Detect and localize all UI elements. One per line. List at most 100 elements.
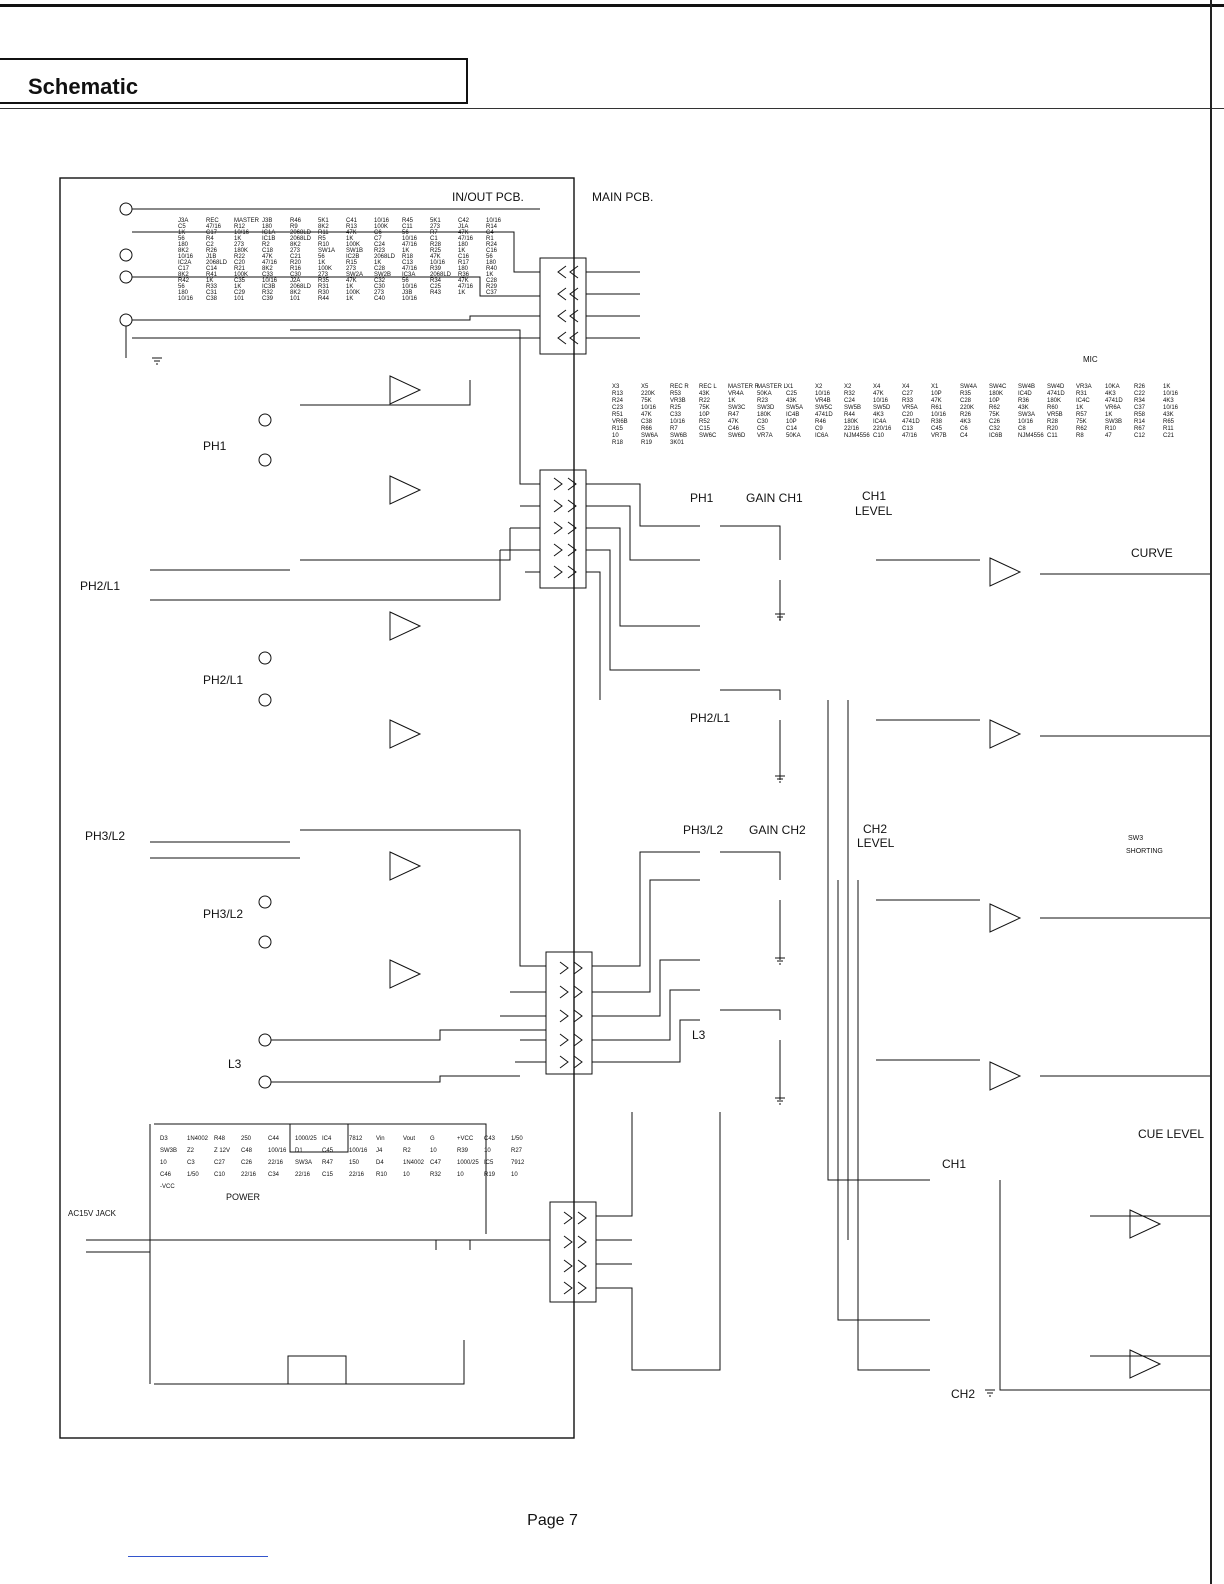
- component-label: R33: [902, 398, 914, 404]
- component-label: SW5C: [815, 405, 833, 411]
- component-label: SW4C: [989, 384, 1007, 390]
- component-label: 220K: [641, 391, 655, 397]
- component-label: Vout: [403, 1136, 415, 1142]
- component-label: C34: [268, 1172, 280, 1178]
- component-label: R67: [1134, 426, 1146, 432]
- component-label: Vin: [376, 1136, 385, 1142]
- component-label: 47K: [458, 230, 469, 236]
- component-label: 250: [241, 1136, 252, 1142]
- component-label: R12: [234, 224, 246, 230]
- component-label: C10: [873, 433, 885, 439]
- component-label: 180K: [757, 412, 771, 418]
- component-label: R22: [234, 254, 246, 260]
- component-label: 10/16: [178, 254, 194, 260]
- component-label: 47: [1105, 433, 1112, 439]
- label-ph2-l1-main: PH2/L1: [690, 711, 730, 725]
- component-label: R39: [430, 266, 442, 272]
- component-label: C8: [1018, 426, 1026, 432]
- component-label: VR6B: [612, 419, 628, 425]
- component-label: 5K1: [430, 218, 441, 224]
- component-label: SW4B: [1018, 384, 1035, 390]
- header-rule: [0, 108, 1224, 109]
- component-label: D3: [160, 1136, 168, 1142]
- component-label: 10/16: [1018, 419, 1034, 425]
- component-label: R13: [346, 224, 358, 230]
- component-label: 1K: [458, 248, 465, 254]
- component-label: SW6C: [699, 433, 717, 439]
- label-cue-ch2: CH2: [951, 1387, 975, 1401]
- component-label: 1000/25: [295, 1136, 317, 1142]
- component-label: C27: [902, 391, 914, 397]
- component-label: 1K: [1163, 384, 1170, 390]
- component-label: R30: [318, 290, 330, 296]
- component-label: R44: [844, 412, 856, 418]
- component-label: IC4B: [786, 412, 799, 418]
- component-label: R32: [844, 391, 856, 397]
- component-label: 10: [612, 433, 619, 439]
- component-label: C10: [214, 1172, 226, 1178]
- opamp-symbols-inout: [389, 375, 422, 989]
- component-label: 10/16: [402, 236, 418, 242]
- component-label: VR3B: [670, 398, 686, 404]
- component-label: 4K3: [960, 419, 971, 425]
- component-label: R33: [206, 284, 218, 290]
- component-label: VR3A: [1076, 384, 1092, 390]
- component-label: 273: [374, 290, 385, 296]
- component-label: Z 12V: [214, 1148, 230, 1154]
- component-label: 56: [178, 236, 185, 242]
- label-ch1-level: LEVEL: [855, 504, 893, 518]
- component-label: 180K: [234, 248, 248, 254]
- component-label: 7812: [349, 1136, 363, 1142]
- component-label: C43: [484, 1136, 496, 1142]
- component-label: 8K2: [318, 224, 329, 230]
- component-label: SW2B: [374, 272, 391, 278]
- component-label: C27: [214, 1160, 226, 1166]
- component-label: R20: [290, 260, 302, 266]
- component-label: C25: [430, 284, 442, 290]
- component-label: R47: [322, 1160, 334, 1166]
- component-label: R35: [318, 278, 330, 284]
- component-label: 2068LD: [290, 236, 312, 242]
- label-cue-ch1: CH1: [942, 1157, 966, 1171]
- component-label: SW6D: [728, 433, 746, 439]
- component-label: 10/16: [374, 218, 390, 224]
- component-label: 1000/25: [457, 1160, 479, 1166]
- label-ph3-l2-main: PH3/L2: [683, 823, 723, 837]
- footer-link-line: [128, 1556, 268, 1557]
- component-label: R38: [931, 419, 943, 425]
- wiring-main: [586, 271, 1210, 1391]
- component-label: J2A: [290, 278, 300, 284]
- component-label: R58: [1134, 412, 1146, 418]
- component-label: SW4D: [1047, 384, 1065, 390]
- component-label: R36: [458, 272, 470, 278]
- component-label: VR6A: [1105, 405, 1121, 411]
- component-label: R7: [430, 230, 438, 236]
- component-label: R21: [234, 266, 246, 272]
- component-label: R23: [374, 248, 386, 254]
- component-label: 2068LD: [290, 230, 312, 236]
- component-label: 180: [262, 224, 273, 230]
- component-label: R62: [1076, 426, 1088, 432]
- component-label: 10/16: [1163, 405, 1179, 411]
- component-label: 273: [290, 248, 301, 254]
- component-label: 10/16: [486, 218, 502, 224]
- component-label: 47/16: [402, 242, 418, 248]
- component-label: R42: [178, 278, 190, 284]
- label-shorting: SHORTING: [1126, 848, 1163, 855]
- component-label: C11: [402, 224, 413, 230]
- label-sw3: SW3: [1128, 835, 1143, 842]
- component-label: 75K: [699, 405, 710, 411]
- component-label: D1: [295, 1148, 303, 1154]
- component-label: 8K2: [178, 272, 189, 278]
- component-label: 8K2: [290, 242, 301, 248]
- component-label: SW3A: [1018, 412, 1035, 418]
- label-gain-ch1: GAIN CH1: [746, 491, 803, 505]
- component-label: C20: [234, 260, 246, 266]
- component-label: C35: [234, 278, 246, 284]
- component-label: R2: [262, 242, 270, 248]
- component-label: C4: [486, 230, 494, 236]
- component-label: REC: [206, 218, 219, 224]
- component-label: 180K: [1047, 398, 1061, 404]
